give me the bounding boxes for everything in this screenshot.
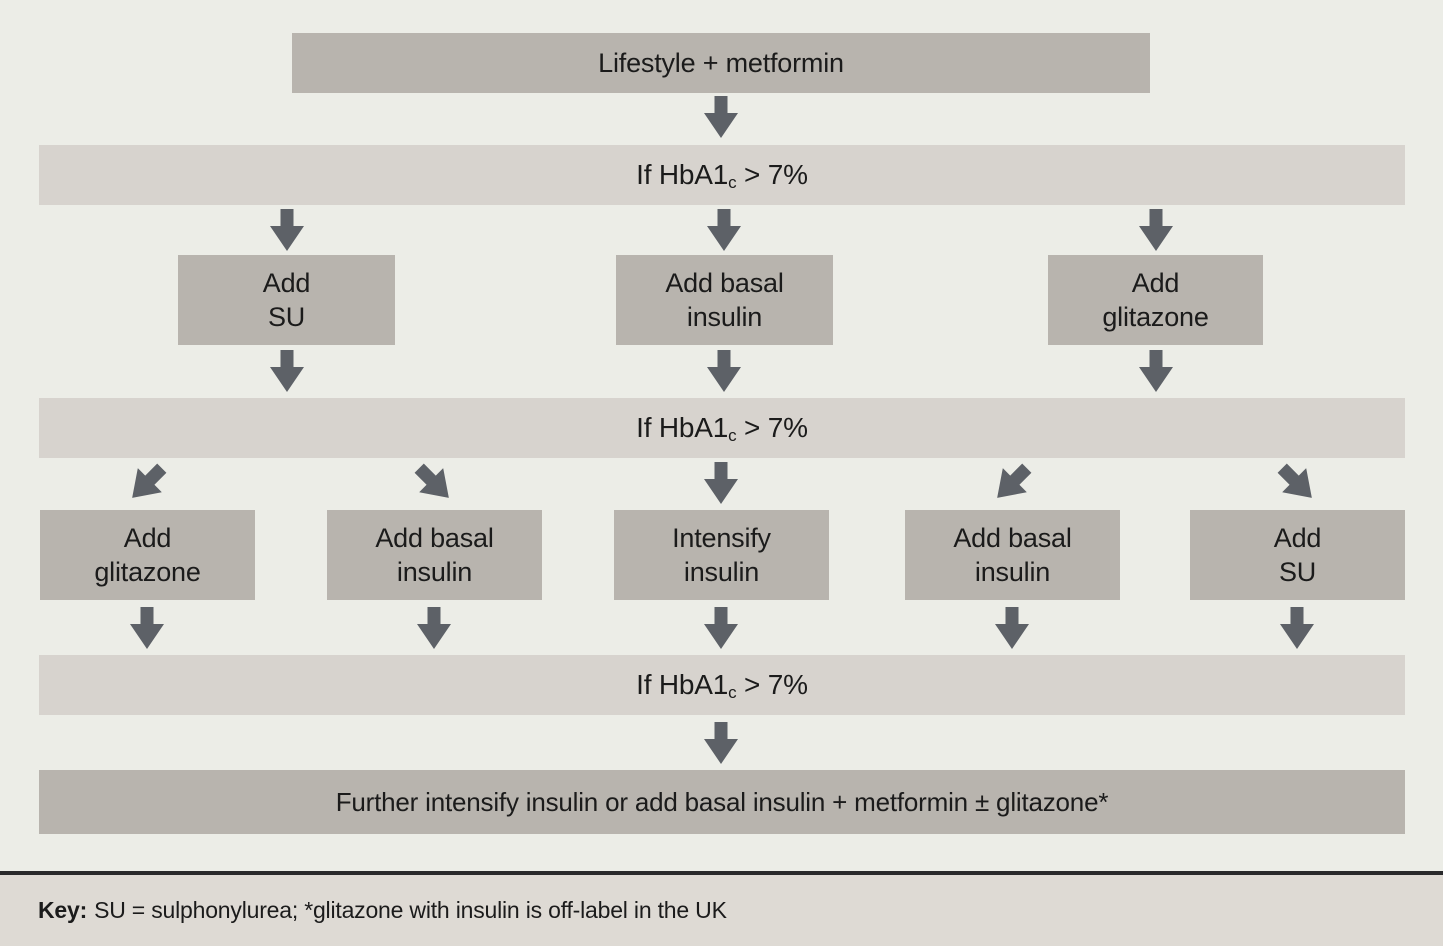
arrow-down-icon <box>130 607 164 649</box>
node-label-line2: insulin <box>974 557 1051 587</box>
arrow-down-icon <box>270 350 304 392</box>
node-intensify-insulin: Intensify insulin <box>614 510 829 600</box>
arrow-down-right-icon <box>1277 463 1312 498</box>
node-add-glitazone-2: Add glitazone <box>40 510 255 600</box>
decision-text-prefix: If HbA1 <box>636 412 729 443</box>
node-further-intensify: Further intensify insulin or add basal i… <box>39 770 1405 834</box>
divider <box>0 871 1443 875</box>
decision-text-subscript: c <box>728 173 737 192</box>
node-label-line1: Intensify <box>672 523 771 553</box>
arrow-down-right-icon <box>414 463 449 498</box>
node-label-line1: Add basal <box>375 523 494 553</box>
arrow-down-icon <box>1139 209 1173 251</box>
arrow-down-icon <box>704 462 738 504</box>
decision-text-suffix: > 7% <box>736 412 808 443</box>
arrow-down-icon <box>707 209 741 251</box>
node-label-line2: glitazone <box>94 557 201 587</box>
node-label-line2: insulin <box>686 302 763 332</box>
node-add-basal-insulin-2: Add basal insulin <box>327 510 542 600</box>
node-label: Further intensify insulin or add basal i… <box>335 787 1109 817</box>
node-label-line1: Add <box>123 523 172 553</box>
node-label-line2: SU <box>267 302 306 332</box>
key-band: Key: SU = sulphonylurea; *glitazone with… <box>0 875 1443 946</box>
arrow-down-left-icon <box>997 463 1032 498</box>
arrow-down-icon <box>270 209 304 251</box>
node-add-glitazone: Add glitazone <box>1048 255 1263 345</box>
arrow-down-icon <box>995 607 1029 649</box>
arrow-down-icon <box>1280 607 1314 649</box>
node-label-line1: Add <box>262 268 311 298</box>
decision-text-suffix: > 7% <box>736 159 808 190</box>
arrow-down-icon <box>704 722 738 764</box>
key-text: SU = sulphonylurea; *glitazone with insu… <box>94 897 727 923</box>
node-label: Lifestyle + metformin <box>598 48 844 78</box>
node-label-line2: glitazone <box>1102 302 1209 332</box>
node-add-su: Add SU <box>178 255 395 345</box>
arrow-down-icon <box>704 96 738 138</box>
arrow-down-icon <box>417 607 451 649</box>
key-label: Key: <box>38 897 88 923</box>
decision-text-subscript: c <box>728 683 737 702</box>
node-label-line1: Add basal <box>953 523 1072 553</box>
arrow-down-left-icon <box>132 463 167 498</box>
arrow-down-icon <box>704 607 738 649</box>
decision-text-prefix: If HbA1 <box>636 669 729 700</box>
node-lifestyle-metformin: Lifestyle + metformin <box>292 33 1150 93</box>
node-label-line2: insulin <box>396 557 473 587</box>
node-add-su-2: Add SU <box>1190 510 1405 600</box>
node-add-basal-insulin-3: Add basal insulin <box>905 510 1120 600</box>
decision-text-subscript: c <box>728 426 737 445</box>
arrow-down-icon <box>1139 350 1173 392</box>
node-label-line1: Add basal <box>665 268 784 298</box>
node-label-line1: Add <box>1273 523 1322 553</box>
node-label-line2: SU <box>1278 557 1317 587</box>
node-label-line1: Add <box>1131 268 1180 298</box>
arrow-down-icon <box>707 350 741 392</box>
node-add-basal-insulin: Add basal insulin <box>616 255 833 345</box>
decision-text-suffix: > 7% <box>736 669 808 700</box>
decision-text-prefix: If HbA1 <box>636 159 729 190</box>
node-label-line2: insulin <box>683 557 760 587</box>
